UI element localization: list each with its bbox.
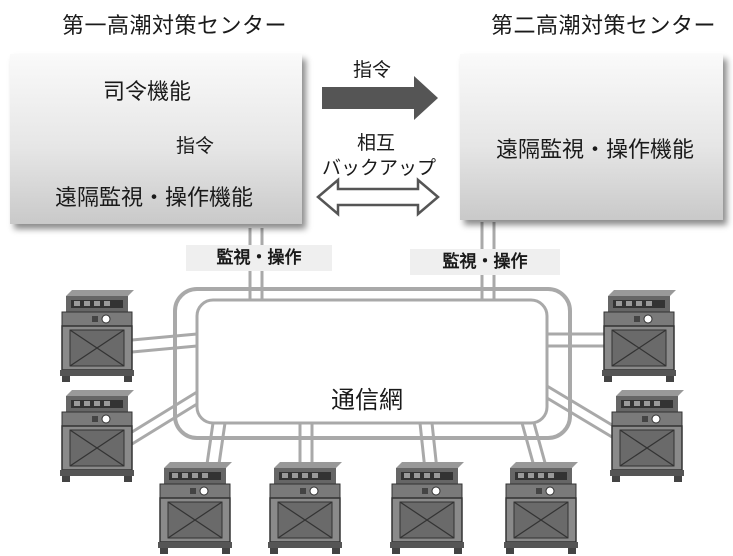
center1-box: 司令機能 指令 遠隔監視・操作機能 <box>10 54 302 224</box>
center2-box: 遠隔監視・操作機能 <box>460 54 723 220</box>
center1-monitor-tag: 監視・操作 <box>186 245 332 271</box>
device-link-right-top <box>547 332 605 348</box>
gate-device-bottom-3 <box>389 461 465 555</box>
backup-label: バックアップ <box>322 157 437 179</box>
gate-device-bottom-2 <box>267 461 343 555</box>
gate-device-bottom-4 <box>503 461 579 555</box>
mutual-label: 相互 <box>357 132 396 154</box>
command-link-label: 指令 <box>353 59 392 81</box>
gate-device-bottom-1 <box>157 461 233 555</box>
command-arrow-right <box>322 76 438 120</box>
center1-title: 第一高潮対策センター <box>62 14 288 39</box>
network-label: 通信網 <box>331 386 403 414</box>
gate-device-left-mid <box>59 389 135 483</box>
network-ring-inner <box>195 298 549 425</box>
backup-double-arrow <box>316 177 440 217</box>
center1-remote-function: 遠隔監視・操作機能 <box>55 186 254 211</box>
network-ring-outer <box>173 287 572 440</box>
center2-remote-function: 遠隔監視・操作機能 <box>496 138 695 163</box>
device-link-right-mid <box>546 384 613 439</box>
gate-device-right-mid <box>609 389 685 483</box>
gate-device-right-top <box>601 289 677 383</box>
center2-title: 第二高潮対策センター <box>491 14 717 39</box>
device-link-left-top <box>131 332 198 354</box>
internal-command-label: 指令 <box>176 135 215 157</box>
center2-monitor-tag: 監視・操作 <box>410 249 560 275</box>
command-function-label: 司令機能 <box>103 80 192 105</box>
gate-device-left-top <box>59 289 135 383</box>
device-link-left-mid <box>131 390 198 446</box>
